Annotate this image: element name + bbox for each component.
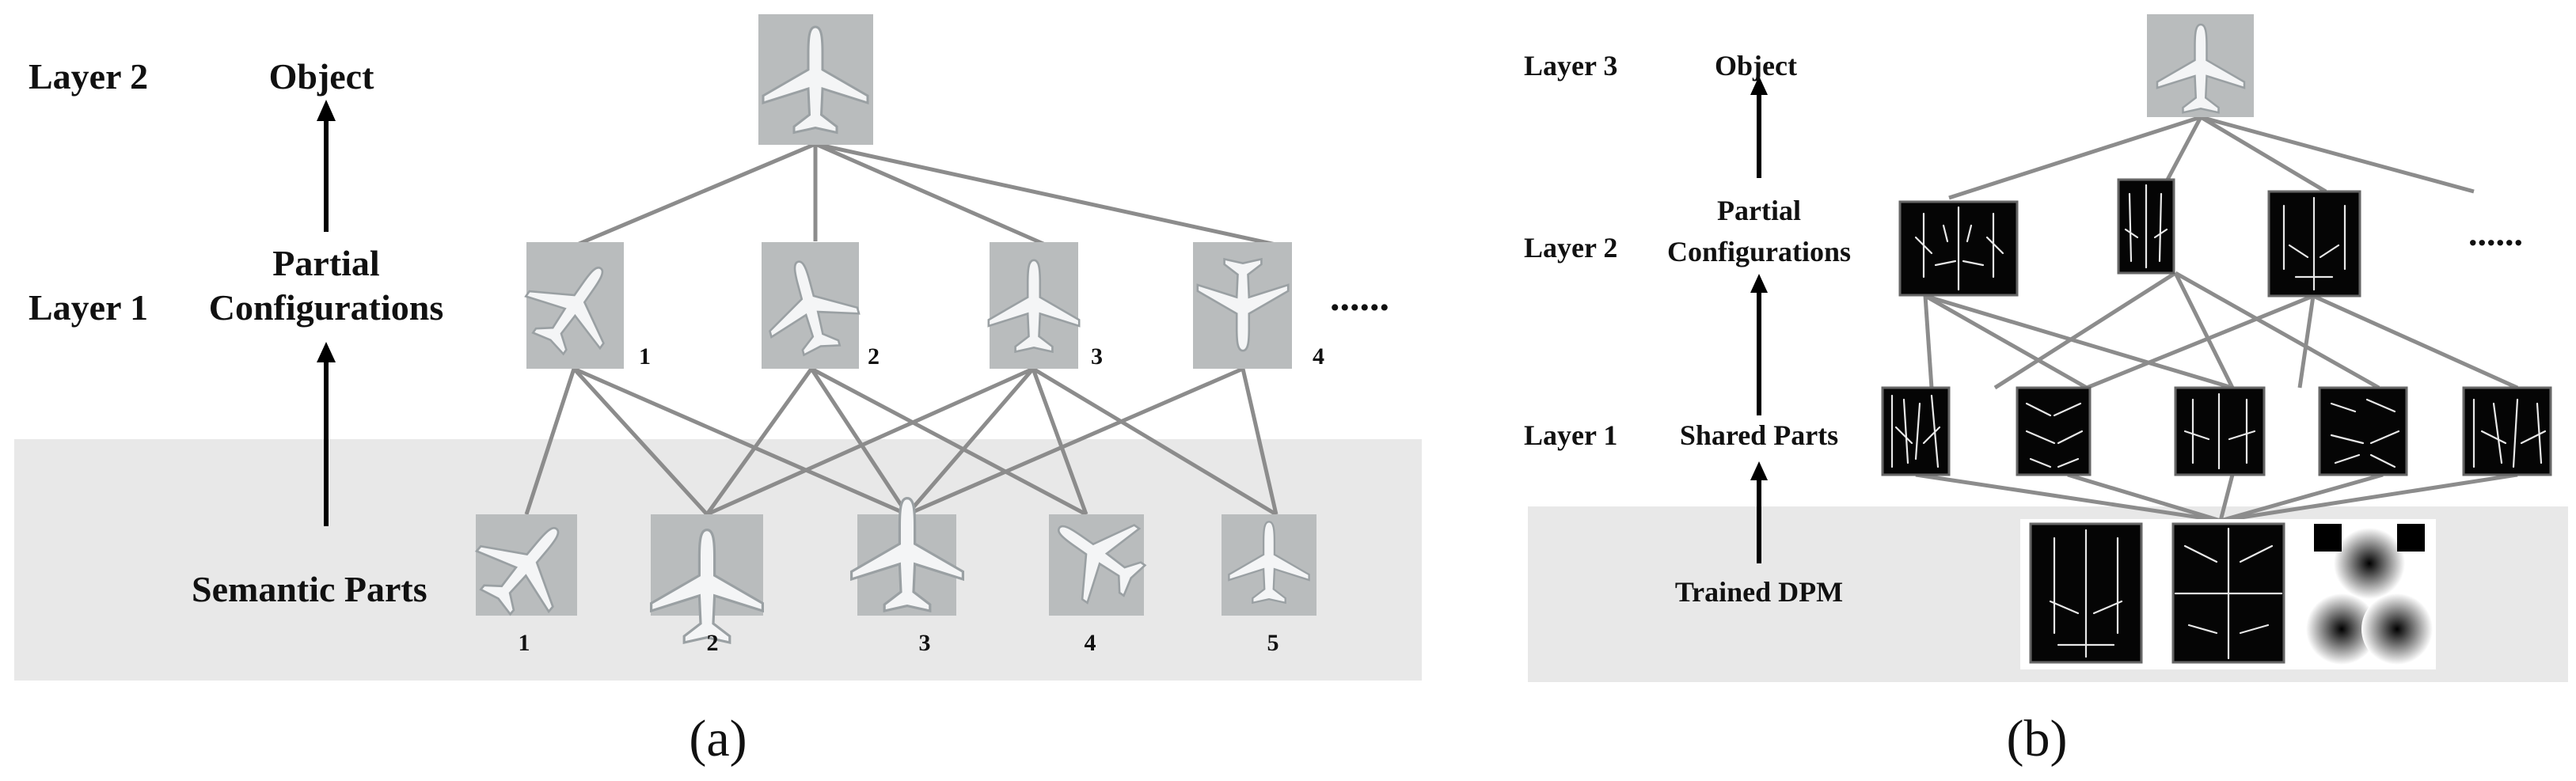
- object-label-a: Object: [269, 56, 375, 97]
- part-thumbnail-3: [849, 496, 965, 616]
- part-thumbnail-1: [458, 497, 595, 634]
- edges-configs-to-parts-b: [1923, 271, 2519, 390]
- hog-config-3: [2267, 190, 2361, 298]
- layer2-label-b: Layer 2: [1524, 232, 1617, 263]
- hog-filter-icon: [1881, 386, 1951, 476]
- shared-part-4: [2318, 386, 2408, 476]
- partial-label-a: Partial: [272, 243, 379, 283]
- shared-part-1: [1881, 386, 1951, 476]
- shared-part-3: [2174, 386, 2266, 476]
- config-thumbnail-1: [510, 241, 639, 371]
- layer2-label-a: Layer 2: [28, 56, 148, 97]
- layer3-label-b: Layer 3: [1524, 50, 1617, 82]
- part-number-1: 1: [519, 630, 530, 656]
- part-number-4: 4: [1085, 630, 1096, 656]
- hog-config-1: [1898, 200, 2019, 297]
- config-number-4: 4: [1313, 343, 1324, 370]
- hog-pattern: [1914, 206, 2004, 291]
- partial-label-b: Partial: [1717, 195, 1801, 226]
- shared-parts-label: Shared Parts: [1680, 419, 1838, 451]
- config-number-3: 3: [1091, 343, 1103, 370]
- config-thumbnail-3: [987, 242, 1081, 369]
- hog-filter-icon: [2318, 386, 2408, 476]
- dpm-deformation-map: [2306, 524, 2433, 665]
- dpm-part-filters: [2171, 522, 2285, 664]
- object-label-b: Object: [1715, 50, 1797, 82]
- caption-b: (b): [2007, 710, 2068, 768]
- layer1-label-a: Layer 1: [28, 287, 148, 328]
- ellipsis-a: ......: [1330, 275, 1389, 319]
- part-number-2: 2: [707, 630, 719, 656]
- edges-object-to-configs-a: [571, 142, 1287, 249]
- hierarchy-arrows-a: [317, 100, 336, 526]
- object-thumbnail-b: [2147, 14, 2254, 117]
- dpm-root-filter: [2029, 522, 2143, 664]
- config-number-2: 2: [868, 343, 880, 370]
- part-thumbnail-2: [649, 514, 765, 644]
- configurations-label-a: Configurations: [209, 287, 443, 328]
- shared-part-2: [2016, 386, 2092, 476]
- object-thumbnail-a: [758, 14, 873, 145]
- hog-config-2: [2117, 178, 2175, 275]
- hog-filter-icon: [2462, 386, 2552, 476]
- edges-configs-to-parts-a: [524, 366, 1279, 517]
- trained-dpm-label: Trained DPM: [1675, 576, 1843, 608]
- hog-filter-icon: [2016, 386, 2092, 476]
- configurations-label-b: Configurations: [1667, 236, 1851, 267]
- config-thumbnail-4: [1193, 242, 1292, 369]
- hog-pattern: [2124, 184, 2168, 269]
- config-thumbnail-2: [753, 242, 867, 369]
- ellipsis-b: ......: [2468, 213, 2523, 253]
- caption-a: (a): [689, 710, 747, 768]
- edges-object-to-configs-b: [1948, 115, 2475, 200]
- shared-part-5: [2462, 386, 2552, 476]
- part-thumbnail-4: [1032, 490, 1162, 619]
- semantic-parts-label: Semantic Parts: [192, 569, 427, 609]
- hog-pattern: [2282, 196, 2346, 291]
- config-number-1: 1: [639, 343, 651, 370]
- layer1-label-b: Layer 1: [1524, 419, 1617, 451]
- part-number-3: 3: [919, 630, 931, 656]
- edges-parts-to-dpm-b: [1915, 472, 2518, 523]
- part-number-5: 5: [1267, 630, 1279, 656]
- hierarchy-arrows-b: [1750, 76, 1768, 563]
- part-thumbnail-5: [1222, 514, 1316, 616]
